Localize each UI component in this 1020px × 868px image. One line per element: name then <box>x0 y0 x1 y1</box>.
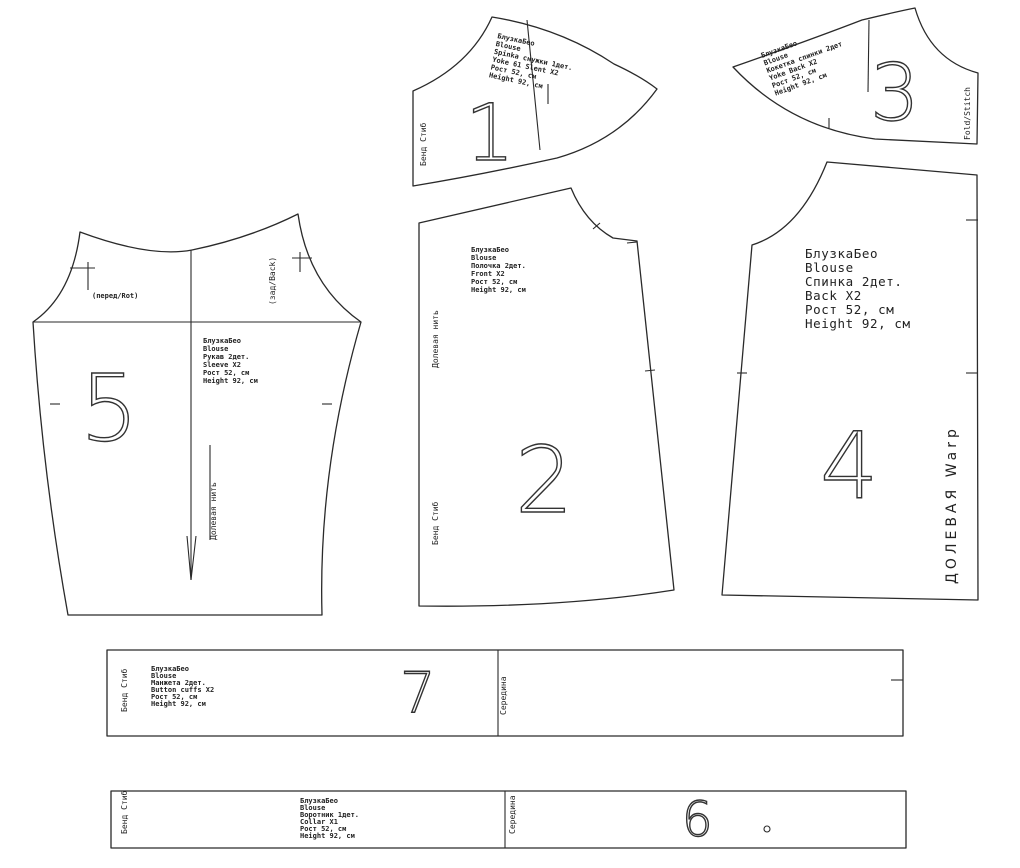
piece-6-line-5: Рост 52, см <box>300 825 346 833</box>
piece-1-number: 1 <box>465 89 515 179</box>
piece-3-label-block: БлузкаБео Blouse Кокетка спинки 2дет Yok… <box>760 39 843 97</box>
piece-5-line-5: Рост 52, см <box>203 369 249 377</box>
piece-7-label-block: БлузкаБео Blouse Манжета 2дет. Button cu… <box>151 665 214 708</box>
piece-5-back-notch-label: (зад/Back) <box>268 257 277 305</box>
piece-6-label-block: БлузкаБео Blouse Воротник 1дет. Collar X… <box>300 797 359 840</box>
piece-6-line-2: Blouse <box>300 804 325 812</box>
piece-4-line-1: БлузкаБео <box>805 246 878 261</box>
piece-4-line-2: Blouse <box>805 260 854 275</box>
piece-3-back-yoke: 3 БлузкаБео Blouse Кокетка спинки 2дет Y… <box>732 7 979 145</box>
piece-3-number: 3 <box>870 49 920 139</box>
piece-2-line-6: Height 92, см <box>471 286 526 294</box>
piece-7-cuff: 7 БлузкаБео Blouse Манжета 2дет. Button … <box>106 649 904 737</box>
piece-2-label-block: БлузкаБео Blouse Полочка 2дет. Front X2 … <box>471 246 526 294</box>
piece-1-label-block: БлузкаБео Blouse Spinka снужки 1дет. Yok… <box>488 32 573 90</box>
piece-5-line-4: Sleeve X2 <box>203 361 241 369</box>
piece-1-front-yoke: 1 БлузкаБео Blouse Spinka снужки 1дет. Y… <box>412 16 658 187</box>
piece-4-side-label: ДОЛЕВАЯ Warp <box>944 425 960 584</box>
piece-2-line-4: Front X2 <box>471 270 505 278</box>
piece-1-side-label: Бенд Стиб <box>418 122 428 166</box>
piece-6-line-3: Воротник 1дет. <box>300 811 359 819</box>
piece-7-line-5: Рост 52, см <box>151 693 197 701</box>
piece-6-collar: 6 БлузкаБео Blouse Воротник 1дет. Collar… <box>110 790 907 849</box>
piece-2-line-2: Blouse <box>471 254 496 262</box>
piece-2-line-1: БлузкаБео <box>471 246 509 254</box>
piece-5-front-notch-label: (перед/Rot) <box>92 292 138 300</box>
piece-2-fold-label: Бенд Стиб <box>430 501 440 545</box>
piece-5-number: 5 <box>80 355 139 462</box>
piece-4-line-3: Спинка 2дет. <box>805 274 903 289</box>
piece-6-number: 6 <box>682 792 713 848</box>
piece-7-line-6: Height 92, см <box>151 700 206 708</box>
piece-6-dot <box>763 825 771 833</box>
piece-4-back: 4 БлузкаБео Blouse Спинка 2дет. Back X2 … <box>721 161 979 601</box>
piece-4-line-6: Height 92, см <box>805 316 911 331</box>
piece-6-side-label: Бенд Стиб <box>119 790 129 834</box>
piece-7-number: 7 <box>400 661 436 726</box>
piece-5-line-3: Рукав 2дет. <box>203 353 249 361</box>
piece-7-line-1: БлузкаБео <box>151 665 189 673</box>
piece-6-line-6: Height 92, см <box>300 832 355 840</box>
piece-2-line-3: Полочка 2дет. <box>471 262 526 270</box>
piece-5-line-2: Blouse <box>203 345 228 353</box>
piece-2-line-5: Рост 52, см <box>471 278 517 286</box>
piece-7-line-4: Button cuffs X2 <box>151 686 214 694</box>
piece-3-side-label: Fold/Stitch <box>963 87 972 140</box>
piece-4-line-5: Рост 52, см <box>805 302 894 317</box>
piece-7-side-label: Бенд Стиб <box>119 668 129 712</box>
piece-6-mid-label: Середина <box>508 795 517 834</box>
piece-2-grain-label: Долевая нить <box>431 310 440 368</box>
piece-4-label-block: БлузкаБео Blouse Спинка 2дет. Back X2 Ро… <box>805 246 911 331</box>
piece-5-sleeve: 5 БлузкаБео Blouse Рукав 2дет. Sleeve X2… <box>32 213 362 616</box>
piece-4-line-4: Back X2 <box>805 288 862 303</box>
piece-7-mid-label: Середина <box>499 676 508 715</box>
piece-6-line-1: БлузкаБео <box>300 797 338 805</box>
piece-7-line-3: Манжета 2дет. <box>151 679 206 687</box>
piece-2-number: 2 <box>515 427 574 534</box>
piece-6-line-4: Collar X1 <box>300 818 338 826</box>
piece-5-line-6: Height 92, см <box>203 377 258 385</box>
piece-7-line-2: Blouse <box>151 672 176 680</box>
piece-2-front: 2 БлузкаБео Blouse Полочка 2дет. Front X… <box>418 187 675 607</box>
piece-5-label-block: БлузкаБео Blouse Рукав 2дет. Sleeve X2 Р… <box>203 337 258 385</box>
piece-5-grain-label: Долевая нить <box>209 482 218 540</box>
piece-5-line-1: БлузкаБео <box>203 337 241 345</box>
piece-4-number: 4 <box>820 413 879 520</box>
